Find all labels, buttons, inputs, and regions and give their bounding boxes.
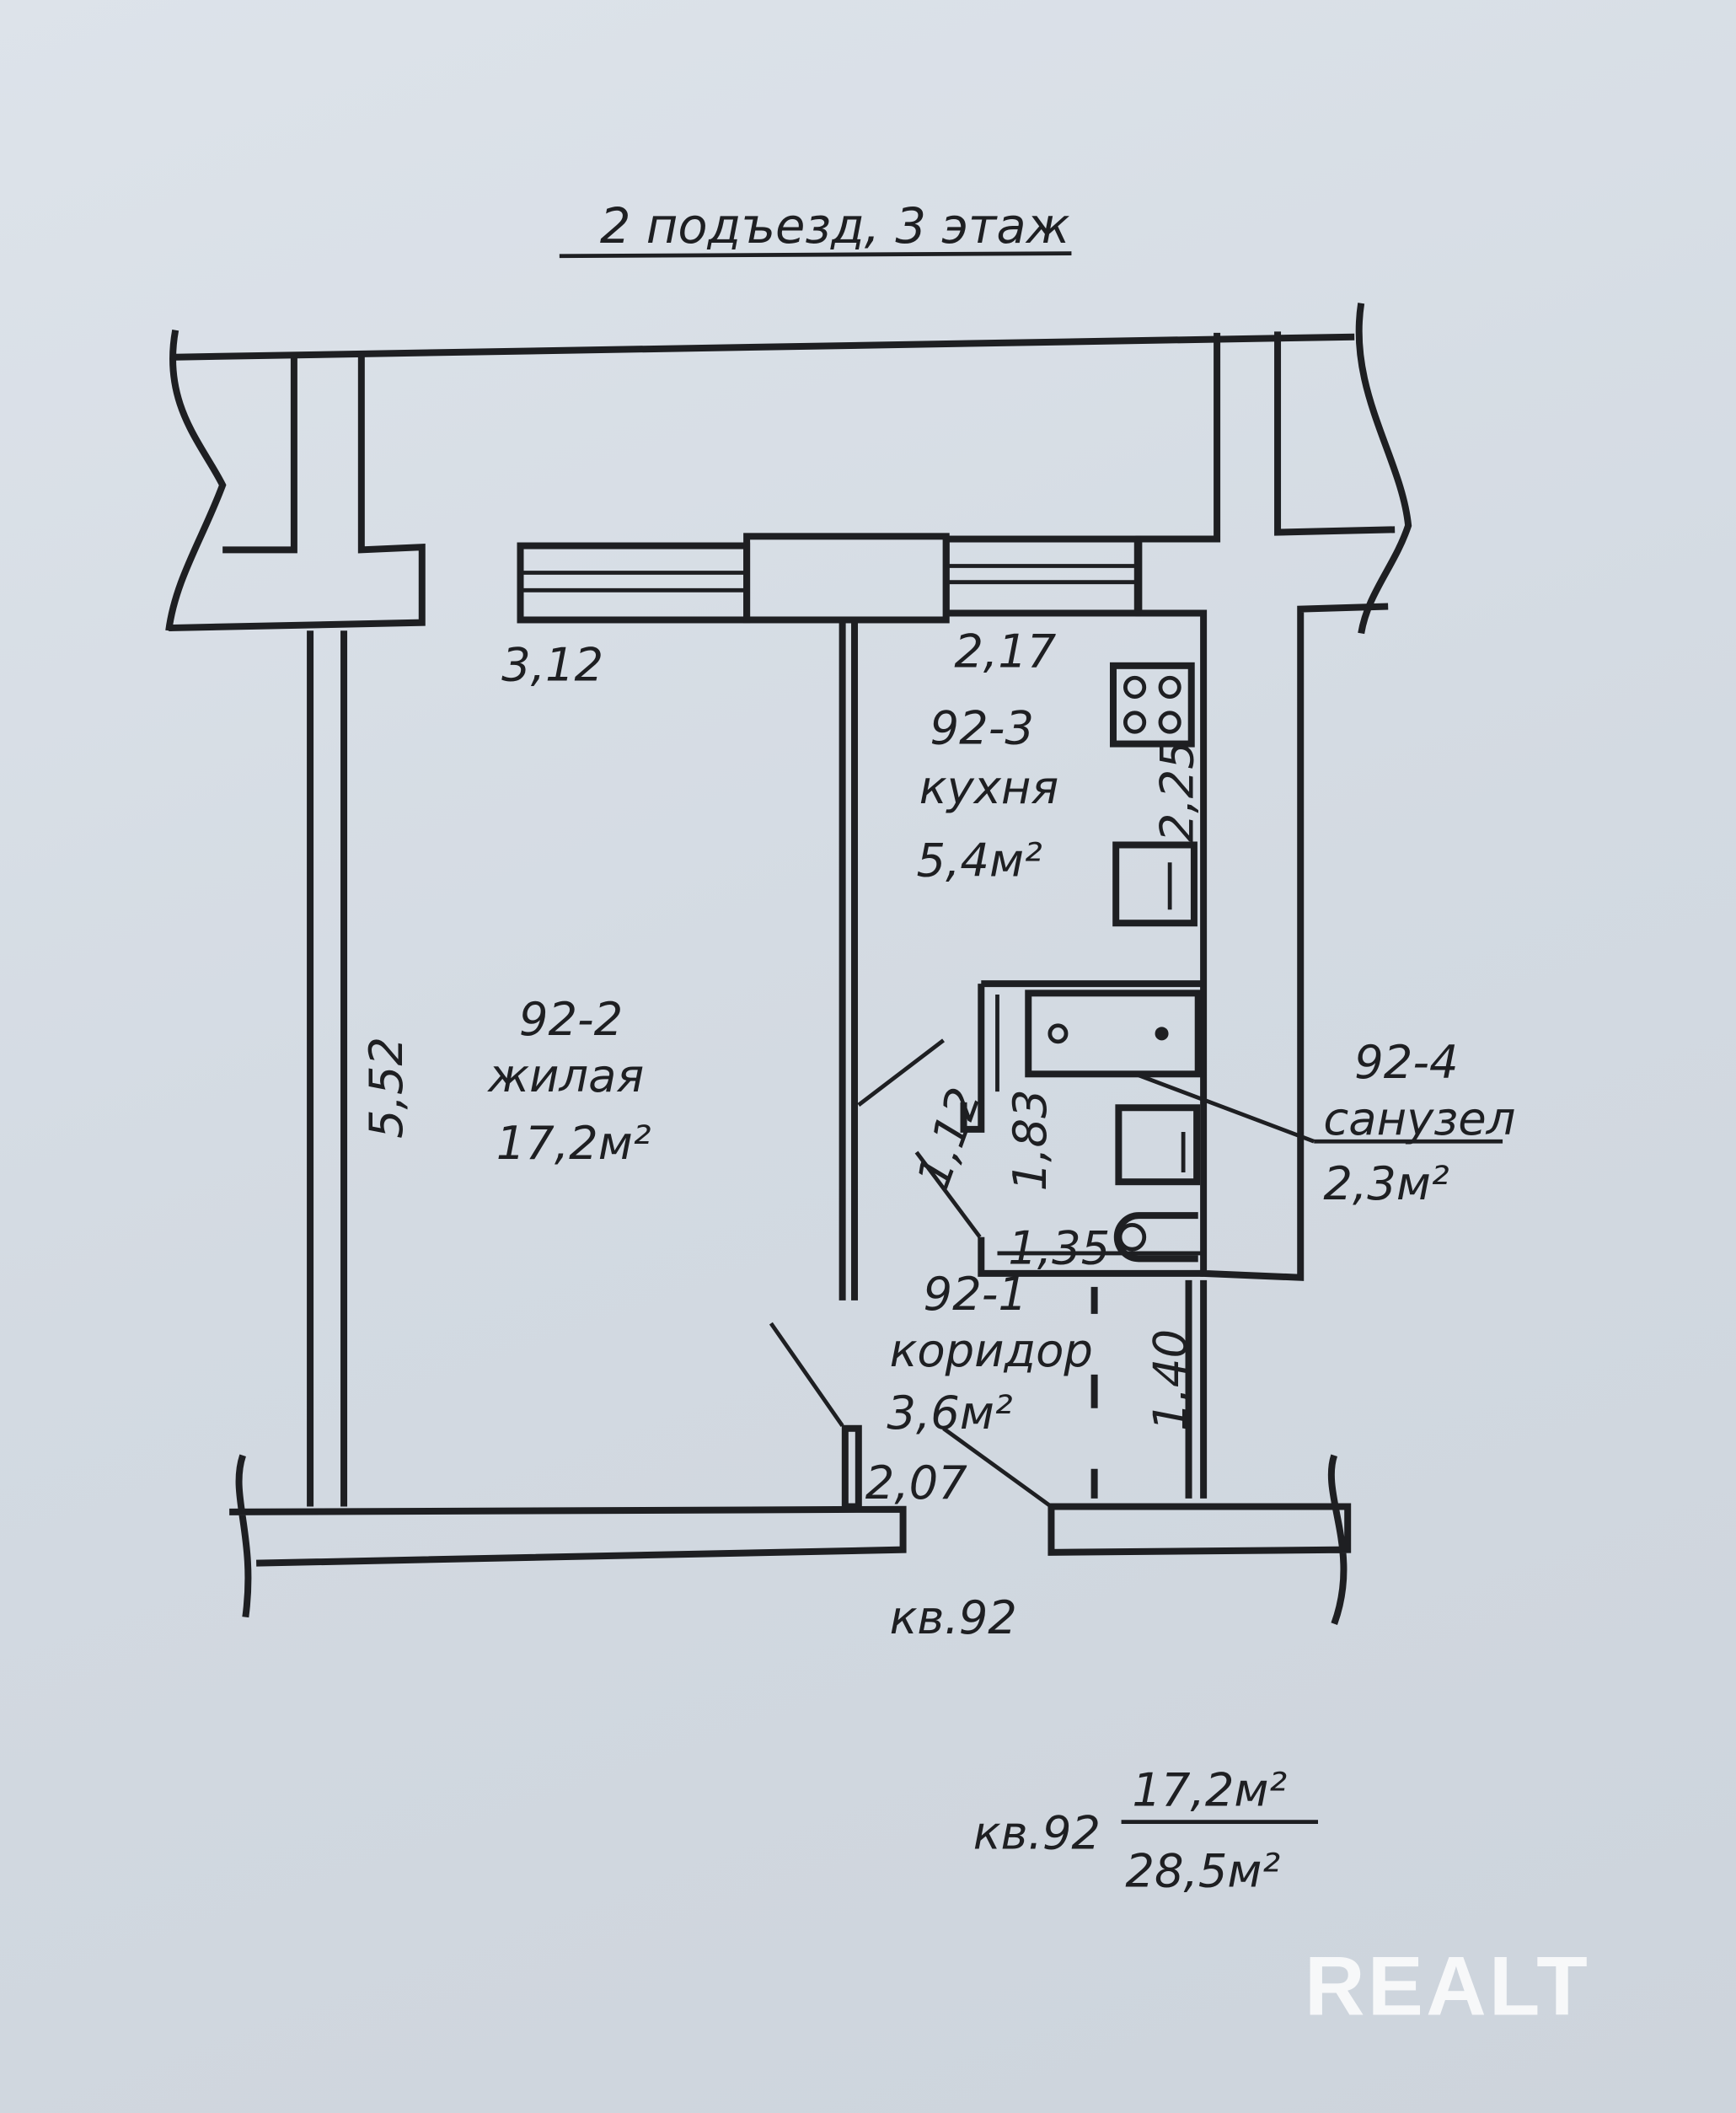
room-id-corridor: 92-1	[924, 1268, 1027, 1321]
bathtub-icon	[1025, 989, 1202, 1078]
washbasin-icon	[1115, 1104, 1201, 1186]
summary-living-area: 17,2м²	[1132, 1763, 1287, 1816]
room-id-bathroom: 92-4	[1354, 1036, 1458, 1089]
realt-watermark: REALT	[1305, 1939, 1590, 2033]
room-area-corridor: 3,6м²	[887, 1386, 1012, 1440]
kitchen-sink-icon	[1112, 841, 1198, 927]
leader-line	[1138, 1073, 1315, 1144]
dim-living-width: 3,12	[501, 638, 603, 691]
dim-living-length: 5,52	[360, 1037, 413, 1139]
room-name-living: жилая	[486, 1049, 644, 1102]
stove-icon	[1109, 662, 1195, 748]
plan-title: 2 подъезд, 3 этаж	[600, 198, 1070, 255]
dim-bath-c: 1,35	[1008, 1222, 1110, 1275]
toilet-icon	[1113, 1212, 1198, 1263]
room-area-bathroom: 2,3м²	[1323, 1157, 1449, 1210]
room-area-kitchen: 5,4м²	[917, 834, 1042, 887]
room-id-kitchen: 92-3	[930, 702, 1034, 755]
room-name-kitchen: кухня	[919, 761, 1058, 814]
room-name-bathroom: санузел	[1323, 1092, 1515, 1145]
dim-bath-b: 1,83	[1004, 1089, 1057, 1191]
apartment-label: кв.92	[890, 1591, 1017, 1644]
walls	[165, 303, 1412, 1625]
title-underline	[559, 251, 1072, 259]
dim-corridor-width: 2,07	[865, 1456, 967, 1510]
summary-label: кв.92	[973, 1807, 1101, 1860]
dim-bath-a: 1,12	[907, 1081, 992, 1195]
room-id-living: 92-2	[519, 993, 623, 1046]
room-area-living: 17,2м²	[496, 1117, 651, 1170]
summary-total-area: 28,5м²	[1125, 1844, 1280, 1897]
room-name-corridor: коридор	[890, 1324, 1093, 1377]
dim-kitchen-length: 2,25	[1150, 740, 1203, 842]
dim-kitchen-width: 2,17	[954, 625, 1056, 678]
dim-corridor-length: 1,40	[1144, 1329, 1197, 1431]
